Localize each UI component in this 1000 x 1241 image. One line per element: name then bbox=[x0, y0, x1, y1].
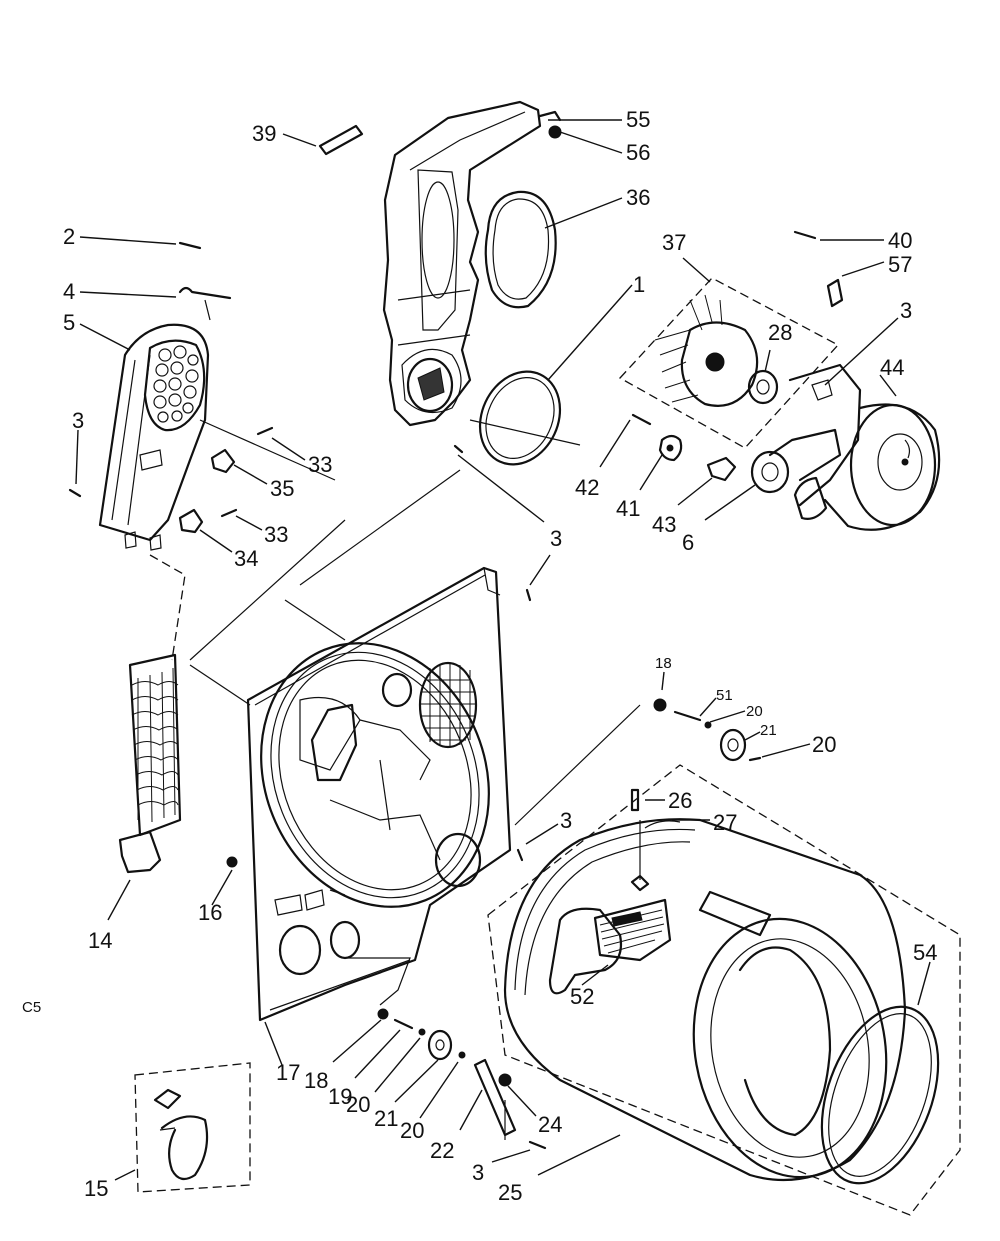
label-6: 6 bbox=[682, 530, 694, 555]
label-33-bottom: 33 bbox=[264, 522, 288, 547]
screw-3-housing bbox=[453, 444, 464, 454]
label-40: 40 bbox=[888, 228, 912, 253]
label-15: 15 bbox=[84, 1176, 108, 1201]
bottom-rollers bbox=[332, 957, 547, 1163]
part-25-drum bbox=[487, 764, 961, 1216]
label-21-bottom: 21 bbox=[374, 1106, 398, 1131]
label-1: 1 bbox=[633, 272, 645, 297]
label-43: 43 bbox=[652, 512, 676, 537]
label-21-right: 21 bbox=[760, 722, 777, 739]
label-54: 54 bbox=[913, 940, 937, 965]
label-20-bottom-a: 20 bbox=[346, 1092, 370, 1117]
side-code: C5 bbox=[22, 999, 41, 1016]
part-55-56-fasteners bbox=[538, 110, 623, 154]
part-42-41-43-6 bbox=[599, 413, 790, 521]
label-44: 44 bbox=[880, 355, 904, 380]
ref-line-bulkhead-left bbox=[189, 519, 346, 661]
part-5-heater-cover bbox=[79, 323, 210, 551]
part-54-front-seal bbox=[820, 961, 940, 1185]
part-18-51-20-21-right bbox=[514, 671, 811, 826]
label-5: 5 bbox=[63, 310, 75, 335]
label-42: 42 bbox=[575, 475, 599, 500]
label-20-right-top: 20 bbox=[746, 703, 763, 720]
label-33-top: 33 bbox=[308, 452, 332, 477]
part-17-rear-bulkhead bbox=[246, 566, 512, 1066]
baffle-52-hatch bbox=[599, 909, 665, 954]
label-3-left: 3 bbox=[72, 408, 84, 433]
part-14-heater-element bbox=[107, 653, 182, 921]
label-41: 41 bbox=[616, 496, 640, 521]
part-3-screw-left bbox=[68, 429, 82, 498]
lead-3-housing bbox=[457, 454, 545, 523]
label-20-right-bottom: 20 bbox=[812, 732, 836, 757]
label-22: 22 bbox=[430, 1138, 454, 1163]
lead-3-motor bbox=[824, 317, 899, 386]
label-25: 25 bbox=[498, 1180, 522, 1205]
label-52: 52 bbox=[570, 984, 594, 1009]
part-44-motor bbox=[768, 363, 941, 531]
label-57: 57 bbox=[888, 252, 912, 277]
part-3-screw-bulkhead bbox=[525, 554, 551, 602]
label-18-bottom: 18 bbox=[304, 1068, 328, 1093]
callout-labels: 39 55 56 36 37 40 57 2 4 5 1 28 3 44 3 3… bbox=[22, 107, 937, 1205]
label-34: 34 bbox=[234, 546, 258, 571]
label-24: 24 bbox=[538, 1112, 562, 1137]
bulkhead-grille bbox=[421, 663, 476, 747]
label-51: 51 bbox=[716, 687, 733, 704]
part-2-4-screws bbox=[79, 236, 232, 321]
label-36: 36 bbox=[626, 185, 650, 210]
blower-housing bbox=[382, 100, 542, 427]
ref-line-housing bbox=[469, 419, 581, 446]
label-3-housing: 3 bbox=[550, 526, 562, 551]
part-39-bracket bbox=[282, 124, 364, 156]
label-26: 26 bbox=[668, 788, 692, 813]
label-3-mid: 3 bbox=[560, 808, 572, 833]
part-3-screw-mid bbox=[516, 823, 559, 862]
ref-line-bulkhead-top bbox=[299, 469, 461, 586]
label-14: 14 bbox=[88, 928, 112, 953]
ref-line-bulkhead-corner bbox=[189, 664, 251, 706]
label-37: 37 bbox=[662, 230, 686, 255]
part-16-screw bbox=[211, 856, 238, 906]
label-16: 16 bbox=[198, 900, 222, 925]
label-35: 35 bbox=[270, 476, 294, 501]
part-26-27 bbox=[630, 788, 710, 829]
part-40-57-screw-clip bbox=[793, 230, 885, 308]
label-4: 4 bbox=[63, 279, 75, 304]
label-18-right: 18 bbox=[655, 655, 672, 672]
label-39: 39 bbox=[252, 121, 276, 146]
ref-line-bulkhead-inner bbox=[284, 599, 346, 641]
label-3-bottom: 3 bbox=[472, 1160, 484, 1185]
part-36-seal bbox=[484, 190, 623, 309]
part-33-35-34 bbox=[178, 419, 336, 553]
label-56: 56 bbox=[626, 140, 650, 165]
label-20-bottom-b: 20 bbox=[400, 1118, 424, 1143]
label-19: 19 bbox=[328, 1084, 352, 1109]
label-17: 17 bbox=[276, 1060, 300, 1085]
label-27: 27 bbox=[713, 810, 737, 835]
label-55: 55 bbox=[626, 107, 650, 132]
label-2: 2 bbox=[63, 224, 75, 249]
part-37-blower-wheel bbox=[618, 257, 840, 449]
heater-coils bbox=[131, 667, 179, 823]
part-1-seal-ring bbox=[478, 284, 633, 466]
vent-holes bbox=[153, 345, 199, 423]
label-3-motor: 3 bbox=[900, 298, 912, 323]
label-28: 28 bbox=[768, 320, 792, 345]
ref-line-heater bbox=[149, 554, 186, 661]
part-15-kit bbox=[114, 1062, 251, 1193]
